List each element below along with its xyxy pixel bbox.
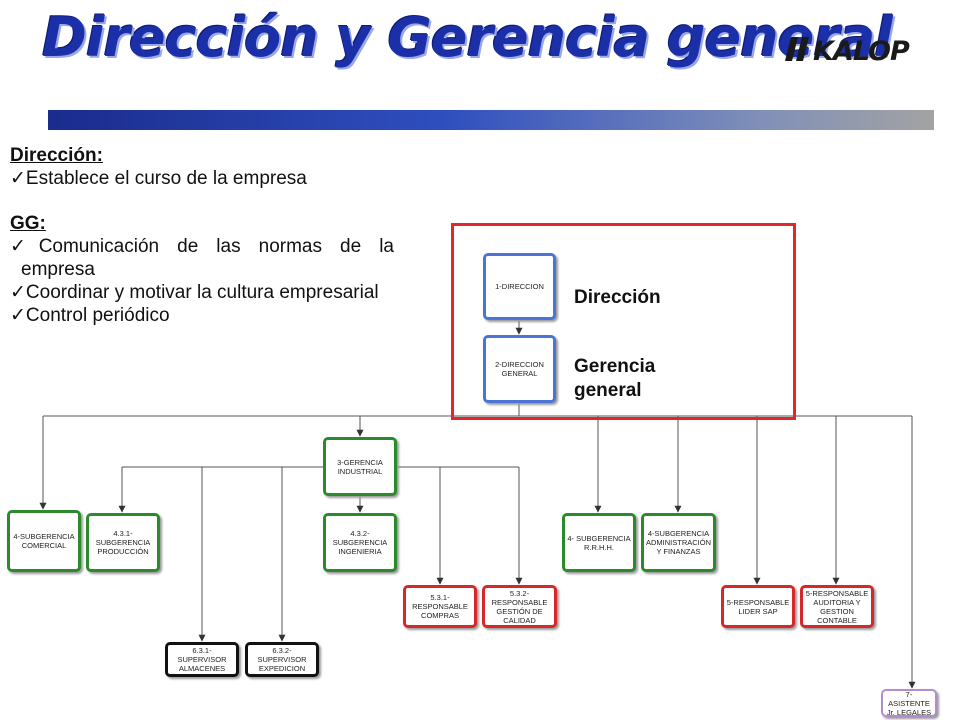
description-panel: Dirección: ✓Establece el curso de la emp… <box>10 144 394 327</box>
node-subgerencia-produccion: 4.3.1- SUBGERENCIA PRODUCCIÓN <box>86 513 160 572</box>
node-subgerencia-ingenieria: 4.3.2- SUBGERENCIA INGENIERIA <box>323 513 397 572</box>
node-asistente-legales: 7-ASISTENTE Jr. LEGALES <box>881 689 937 717</box>
check-icon: ✓ <box>10 236 39 257</box>
node-supervisor-almacenes: 6.3.1-SUPERVISOR ALMACENES <box>165 642 239 677</box>
gg-heading: GG: <box>10 213 46 234</box>
node-responsable-compras: 5.3.1- RESPONSABLE COMPRAS <box>403 585 477 628</box>
gg-item: ✓Comunicación de las normas de la empres… <box>10 236 394 280</box>
header-bar <box>48 110 934 130</box>
check-icon: ✓ <box>10 168 26 189</box>
node-supervisor-expedicion: 6.3.2-SUPERVISOR EXPEDICION <box>245 642 319 677</box>
gg-item: ✓Control periódico <box>10 305 170 326</box>
node-direccion-general: 2-DIRECCION GENERAL <box>483 335 556 403</box>
check-icon: ✓ <box>10 282 26 303</box>
label-gerencia-general: Gerencia general <box>574 356 656 401</box>
node-responsable-auditoria: 5-RESPONSABLE AUDITORIA Y GESTION CONTAB… <box>800 585 874 628</box>
label-direccion: Dirección <box>574 287 661 308</box>
direccion-heading: Dirección: <box>10 145 103 166</box>
logo-text: KALOP <box>813 36 910 65</box>
node-subgerencia-comercial: 4-SUBGERENCIA COMERCIAL <box>7 510 81 572</box>
page-title: Dirección y Gerencia general <box>42 6 893 69</box>
node-subgerencia-rrhh: 4- SUBGERENCIA R.R.H.H. <box>562 513 636 572</box>
check-icon: ✓ <box>10 305 26 326</box>
node-responsable-sap: 5-RESPONSABLE LIDER SAP <box>721 585 795 628</box>
node-subgerencia-administracion: 4-SUBGERENCIA ADMINISTRACIÓN Y FINANZAS <box>641 513 716 572</box>
direccion-item: ✓Establece el curso de la empresa <box>10 168 307 189</box>
node-responsable-calidad: 5.3.2- RESPONSABLE GESTIÓN DE CALIDAD <box>482 585 557 628</box>
kalop-logo: KALOP <box>785 36 911 65</box>
gg-item: ✓Coordinar y motivar la cultura empresar… <box>10 282 379 303</box>
node-gerencia-industrial: 3-GERENCIA INDUSTRIAL <box>323 437 397 496</box>
highlight-frame <box>451 223 796 420</box>
node-direccion: 1-DIRECCION <box>483 253 556 320</box>
